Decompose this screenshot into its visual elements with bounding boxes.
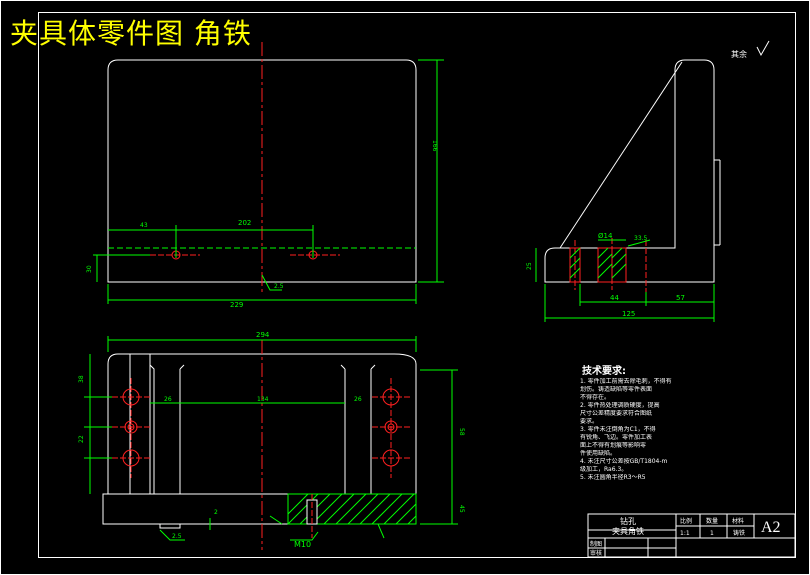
dim-front-2: 2 <box>214 509 218 516</box>
dim-top-height: 166 <box>431 140 438 152</box>
top-view <box>93 42 444 304</box>
title-block-qty-value: 1 <box>710 530 714 537</box>
title-block-material-label: 材料 <box>732 517 744 525</box>
title-block-qty-label: 数量 <box>706 517 718 525</box>
dim-front-right-height: 58 <box>458 428 465 436</box>
dim-side-125: 125 <box>622 310 635 318</box>
title-block-scale-label: 比例 <box>680 517 692 525</box>
tech-note-line: 级加工，Ra6.3。 <box>580 466 628 473</box>
tech-note-line: 面上不得有划痕等影响零 <box>580 442 647 449</box>
dim-side-hole-dia: Ø14 <box>598 232 613 240</box>
title-block-scale-value: 1:1 <box>680 530 690 537</box>
title-block-part-name-1: 钻孔 <box>620 516 636 526</box>
dim-side-slot: 33.5 <box>634 235 648 242</box>
tech-note-line: 2. 零件热处理调质硬度，提高 <box>580 402 660 409</box>
dim-front-total: 294 <box>256 331 270 339</box>
title-block-row-check: 审核 <box>590 549 602 557</box>
tech-note-line: 4. 未注尺寸公差按GB/T1804-m <box>580 458 668 465</box>
dim-front-right-gap: 26 <box>354 396 362 403</box>
dim-top-edge: 30 <box>86 265 93 273</box>
roughness-symbol-icon <box>756 40 770 57</box>
dim-top-chamfer: 2.5 <box>274 283 284 290</box>
tech-note-line: 有锐角、飞边。零件加工表 <box>580 434 653 441</box>
tech-note-line: 尺寸公差精度要求符合图纸 <box>580 410 653 417</box>
dim-side-height: 25 <box>526 262 533 270</box>
title-block-material-value: 铸铁 <box>733 529 745 537</box>
side-view <box>535 59 721 322</box>
tech-note-line: 要求。 <box>580 418 599 425</box>
tech-notes: 1. 零件加工前需去除毛刺，不得有 划伤。铸造缺陷等零件表面 不得存在。 2. … <box>580 378 690 482</box>
dim-side-44: 44 <box>610 294 619 302</box>
dim-front-left-gap: 26 <box>164 396 172 403</box>
tech-notes-heading: 技术要求: <box>582 366 626 377</box>
dim-front-22: 22 <box>78 435 85 443</box>
title-block-sheet-size: A2 <box>761 519 781 536</box>
dim-front-bottom-45: 45 <box>458 505 465 513</box>
dim-top-hole-spacing: 202 <box>238 219 251 227</box>
dim-front-m10: M10 <box>294 540 311 549</box>
dim-front-38: 38 <box>78 375 85 383</box>
dim-front-center: 134 <box>257 396 269 403</box>
front-view <box>84 336 458 550</box>
tech-note-line: 不得存在。 <box>580 394 611 401</box>
tech-note-line: 5. 未注圆角半径R3～R5 <box>580 474 646 481</box>
title-block-part-name-2: 夹具角铁 <box>612 526 644 536</box>
dim-top-width: 229 <box>230 301 243 309</box>
roughness-note: 其余 <box>731 49 747 59</box>
tech-note-line: 件使用缺陷。 <box>580 450 617 457</box>
drawing-title: 夹具体零件图 角铁 <box>10 17 252 50</box>
dim-front-chamfer: 2.5 <box>172 533 182 540</box>
inner-border <box>38 12 796 558</box>
title-block <box>587 513 796 558</box>
tech-note-line: 1. 零件加工前需去除毛刺，不得有 <box>580 378 672 385</box>
dim-side-57: 57 <box>676 294 685 302</box>
title-block-row-draw: 制图 <box>590 540 602 548</box>
tech-note-line: 3. 零件未注倒角为C1，不得 <box>580 426 656 433</box>
dim-top-hole-offset: 43 <box>140 222 148 229</box>
tech-note-line: 划伤。铸造缺陷等零件表面 <box>580 386 653 393</box>
